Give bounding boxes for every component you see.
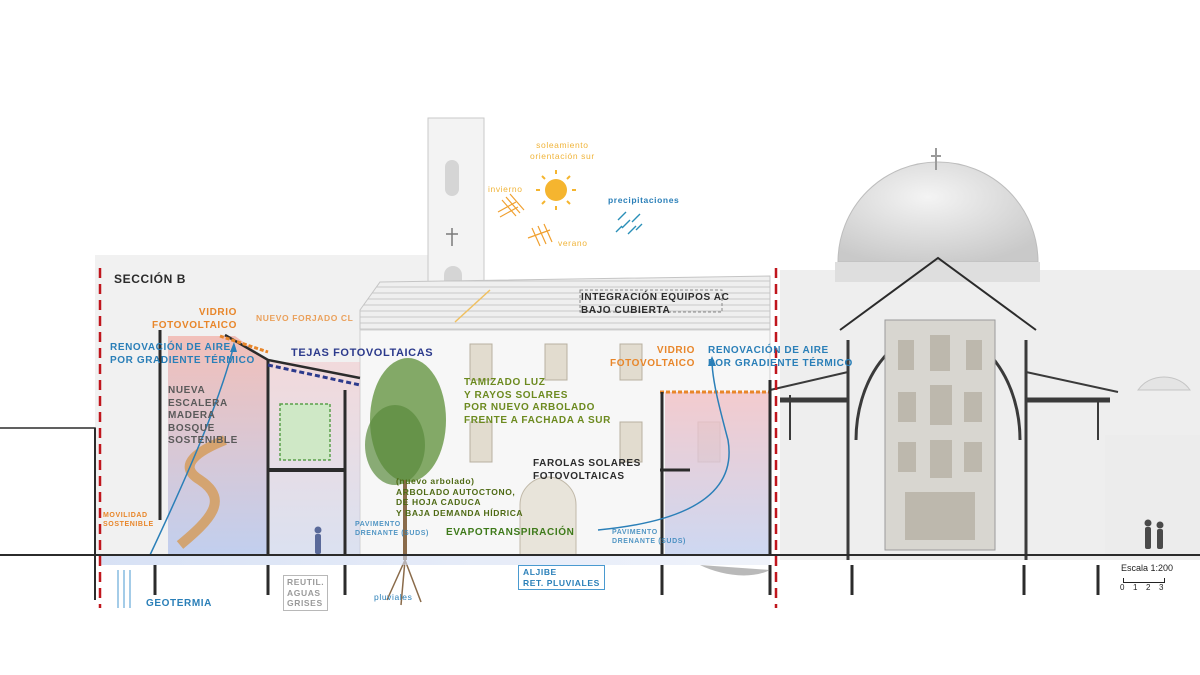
tamizado-luz-label: TAMIZADO LUZ Y RAYOS SOLARES POR NUEVO A… [464, 377, 611, 426]
vidrio-fotovoltaico-right-label: VIDRIO FOTOVOLTAICO [610, 345, 695, 369]
integracion-equipos-label: INTEGRACIÓN EQUIPOS AC BAJO CUBIERTA [581, 292, 730, 316]
scale-ruler [1123, 578, 1165, 583]
scale-tick-1: 1 [1133, 583, 1138, 592]
section-title: SECCIÓN B [114, 272, 187, 286]
pluviales-label: pluviales [374, 592, 413, 602]
vidrio-fotovoltaico-left-label: VIDRIO FOTOVOLTAICO [152, 307, 237, 331]
reutil-aguas-label: REUTIL. AGUAS GRISES [283, 575, 329, 611]
renovacion-aire-right-label: RENOVACIÓN DE AIRE POR GRADIENTE TÉRMICO [708, 345, 853, 369]
precipitaciones-label: precipitaciones [608, 195, 680, 205]
tejas-fotovoltaicas-label: TEJAS FOTOVOLTAICAS [291, 347, 434, 359]
evapotranspiracion-label: EVAPOTRANSPIRACIÓN [446, 527, 575, 538]
soleamiento-label: soleamiento orientación sur [530, 140, 595, 161]
geotermia-label: GEOTERMIA [146, 598, 212, 609]
ground-section [0, 427, 1200, 608]
rain-icon [615, 211, 643, 235]
invierno-label: invierno [488, 184, 523, 194]
scale-tick-2: 2 [1146, 583, 1151, 592]
ac-integration-box [579, 289, 723, 313]
pavimento-drenante-left-label: PAVIMENTO DRENANTE (SUDS) [355, 521, 429, 537]
tree-illustration [365, 358, 446, 606]
aljibe-label: ALJIBE RET. PLUVIALES [518, 565, 605, 591]
people-silhouettes [314, 519, 1164, 554]
nuevo-forjado-label: NUEVO FORJADO CL [256, 313, 354, 323]
renovacion-aire-left-label: RENOVACIÓN DE AIRE POR GRADIENTE TÉRMICO [110, 342, 255, 366]
winter-rays-icon [497, 193, 525, 218]
scale-tick-0: 0 [1120, 583, 1125, 592]
scale-tick-3: 3 [1159, 583, 1164, 592]
right-building-section [597, 356, 772, 555]
verano-label: verano [558, 238, 588, 248]
sun-ray-arrow [454, 289, 491, 323]
left-building-section [149, 330, 361, 556]
nueva-escalera-label: NUEVA ESCALERA MADERA BOSQUE SOSTENIBLE [168, 385, 238, 446]
summer-rays-icon [527, 223, 553, 247]
pavimento-drenante-right-label: PAVIMENTO DRENANTE (SUDS) [612, 529, 686, 545]
arbolado-autoctono-label: (nuevo arbolado) ARBOLADO AUTOCTONO, DE … [396, 476, 524, 518]
farolas-solares-label: FAROLAS SOLARES FOTOVOLTAICAS [533, 458, 641, 482]
movilidad-sostenible-label: MOVILIDAD SOSTENIBLE [103, 512, 154, 528]
scale-label: Escala 1:200 [1121, 563, 1174, 573]
sun-icon [536, 170, 576, 210]
